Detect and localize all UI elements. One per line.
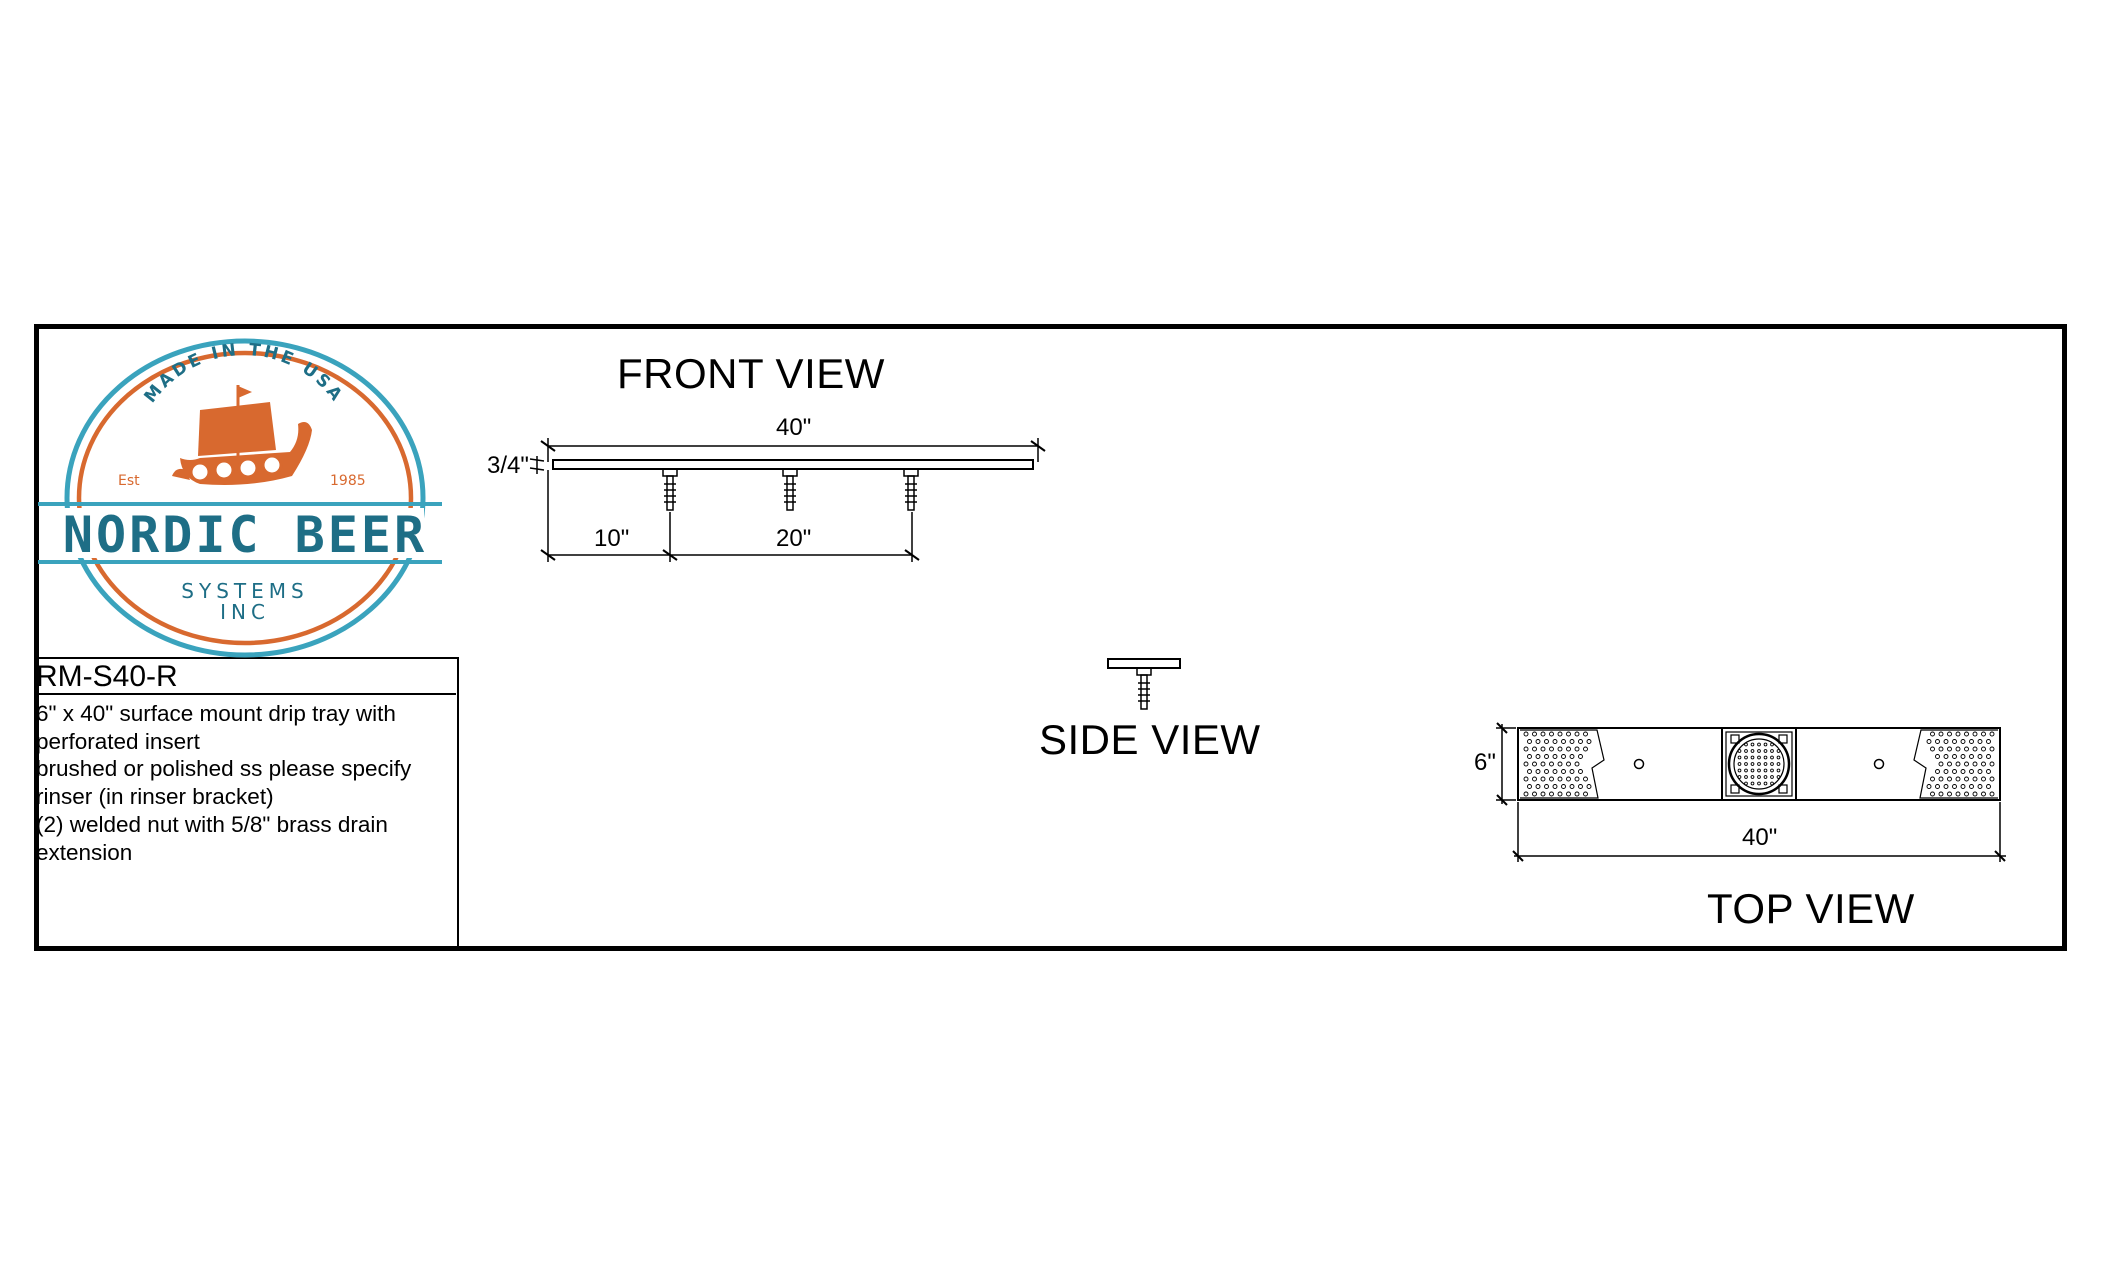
description-line: rinser (in rinser bracket) xyxy=(36,784,274,810)
ship-icon xyxy=(172,385,312,485)
logo-banner-top xyxy=(38,502,442,506)
logo-banner-bottom xyxy=(38,560,442,564)
drain-fitting-icon xyxy=(662,468,678,511)
top-width-dim: 6" xyxy=(1474,749,1496,776)
top-view-title: TOP VIEW xyxy=(1707,885,1915,932)
top-length-dim: 40" xyxy=(1742,824,1778,851)
logo-year: 1985 xyxy=(330,473,366,489)
front-left-dim: 10" xyxy=(594,525,630,552)
logo-est: Est xyxy=(118,473,140,489)
side-view-title: SIDE VIEW xyxy=(1039,716,1261,763)
description-line: brushed or polished ss please specify xyxy=(36,756,412,782)
logo-inc: INC xyxy=(220,600,270,624)
rinser-icon xyxy=(1721,727,1797,801)
description-line: 6" x 40" surface mount drip tray with xyxy=(36,701,396,726)
drain-fitting-icon xyxy=(782,468,798,511)
product-description: 6" x 40" surface mount drip tray with pe… xyxy=(36,700,454,866)
logo-outer-ring xyxy=(64,338,426,658)
model-number: RM-S40-R xyxy=(36,659,456,695)
logo-systems: SYSTEMS xyxy=(181,579,308,603)
description-line: (2) welded nut with 5/8" brass drain xyxy=(36,811,388,837)
perforation-holes-left xyxy=(1523,731,1592,797)
front-view-title: FRONT VIEW xyxy=(617,350,885,397)
drawing-border xyxy=(34,324,2067,951)
perforation-holes-right xyxy=(1926,731,1995,797)
logo-brand: NORDIC BEER xyxy=(63,506,427,564)
drain-fitting-icon xyxy=(903,468,919,511)
description-line: extension xyxy=(36,839,133,865)
description-line: perforated insert xyxy=(36,728,200,754)
front-height-dim: 3/4" xyxy=(487,452,529,479)
perforated-insert-right xyxy=(1913,729,1998,799)
title-block xyxy=(34,657,459,951)
drain-hole-icon xyxy=(1873,758,1885,770)
perforated-insert-left xyxy=(1520,729,1605,799)
drain-hole-icon xyxy=(1633,758,1645,770)
logo-inner-ring xyxy=(76,350,414,646)
front-spacing-dim: 20" xyxy=(776,525,812,552)
front-length-dim: 40" xyxy=(776,414,812,441)
